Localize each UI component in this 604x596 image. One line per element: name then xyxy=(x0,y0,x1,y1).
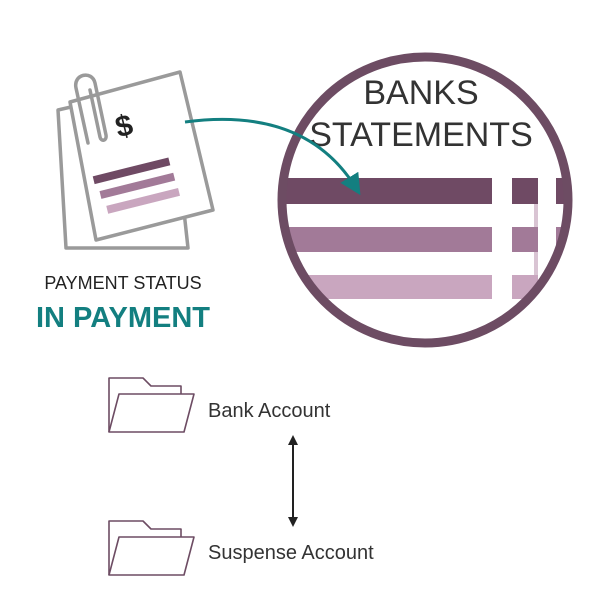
statement-row-mid-cell xyxy=(512,227,538,252)
statement-divider-1 xyxy=(534,204,538,227)
payment-document: $ xyxy=(56,70,215,250)
document-line-light xyxy=(106,188,181,214)
statement-title-line1: BANKS xyxy=(363,74,478,112)
suspense-account-label: Suspense Account xyxy=(208,542,374,564)
statement-row-dark-main xyxy=(282,178,492,204)
bank-statements-magnifier: BANKS STATEMENTS xyxy=(277,52,573,348)
folder-icon xyxy=(108,520,182,575)
document-line-dark xyxy=(92,157,171,185)
document-lines xyxy=(92,157,181,214)
document-front-sheet xyxy=(68,70,215,242)
bank-account-folder xyxy=(108,377,195,433)
folder-icon xyxy=(108,377,182,432)
document-line-mid xyxy=(99,172,176,199)
folder-front-icon xyxy=(108,393,195,433)
statement-title-line2: STATEMENTS xyxy=(309,116,533,154)
folder-front-icon xyxy=(108,536,195,576)
magnifier-ring xyxy=(277,52,573,348)
paperclip-icon xyxy=(74,73,108,145)
suspense-account-folder xyxy=(108,520,195,576)
bank-account-label: Bank Account xyxy=(208,400,331,422)
statement-row-dark-cell xyxy=(512,178,538,204)
statement-divider-2 xyxy=(534,252,538,275)
teal-flow-arrow xyxy=(184,117,361,196)
payment-status-label: PAYMENT STATUS xyxy=(44,273,201,293)
statement-row-mid-main xyxy=(282,227,492,252)
payment-status-value: IN PAYMENT xyxy=(36,302,210,334)
